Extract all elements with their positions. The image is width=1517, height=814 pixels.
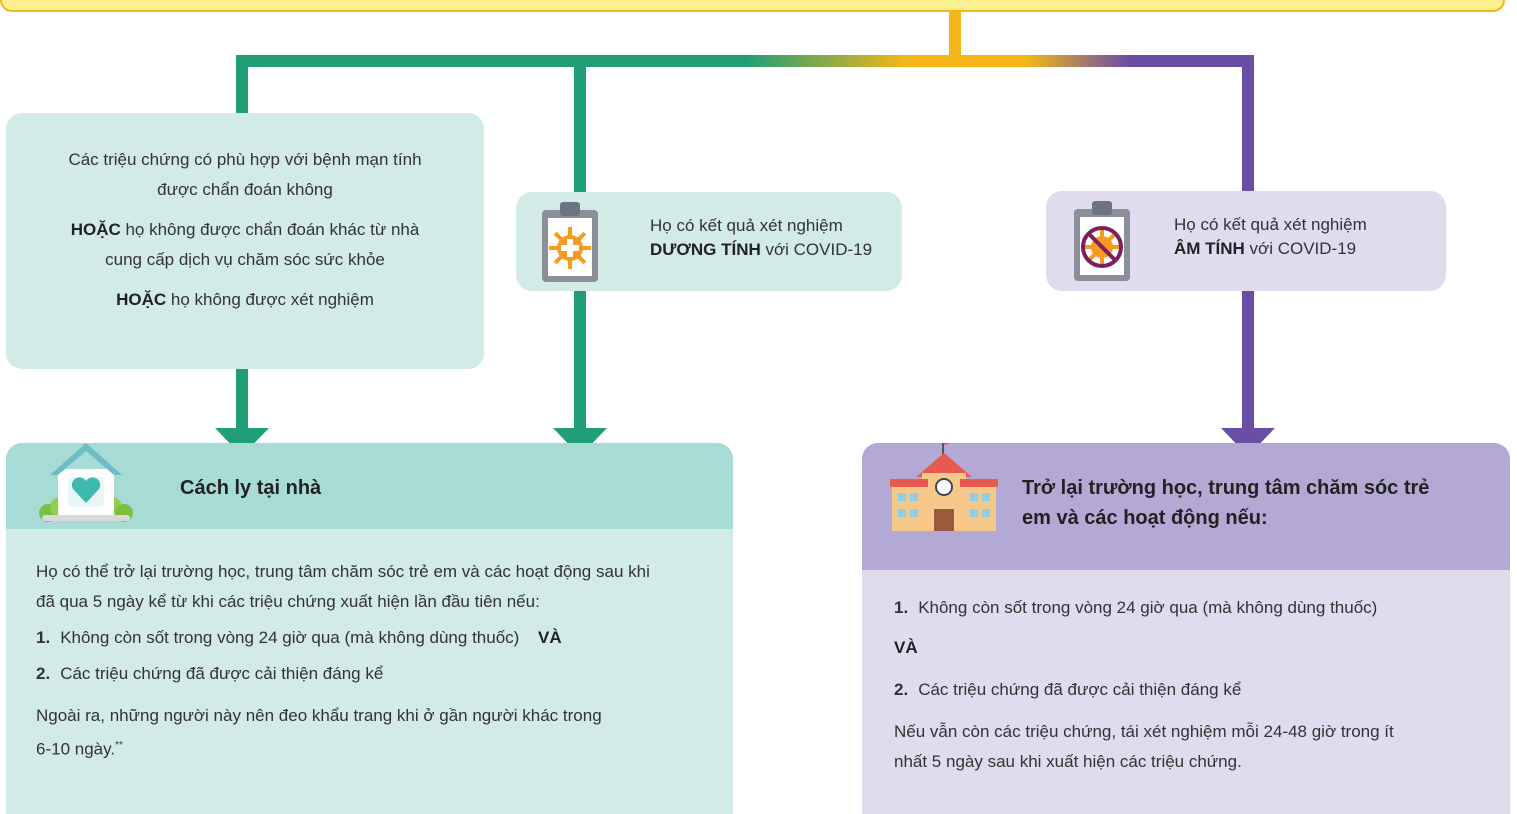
- home-isolation-card: Cách ly tại nhà Họ có thể trở lại trường…: [6, 443, 733, 814]
- school-item-2: 2. Các triệu chứng đã được cải thiện đáng…: [894, 678, 1490, 702]
- top-banner: [0, 0, 1505, 12]
- positive-label: DƯƠNG TÍNH: [650, 240, 761, 259]
- condition-line-3-text: họ không được chẩn đoán khác từ nhà: [120, 220, 420, 239]
- school-item-2-text: Các triệu chứng đã được cải thiện đáng k…: [918, 680, 1242, 699]
- school-para-line-2: nhất 5 ngày sau khi xuất hiện các triệu …: [894, 752, 1242, 771]
- negative-result-line-2: ÂM TÍNH với COVID-19: [1174, 237, 1367, 261]
- negative-label: ÂM TÍNH: [1174, 239, 1245, 258]
- footnote-marker: **: [115, 740, 123, 751]
- condition-line-1: Các triệu chứng có phù hợp với bệnh mạn …: [68, 150, 422, 169]
- return-title-line-1: Trở lại trường học, trung tâm chăm sóc t…: [1022, 477, 1430, 499]
- positive-result-rest: với COVID-19: [760, 240, 873, 259]
- house-heart-icon: [39, 443, 133, 522]
- home-para-1-line-1: Họ có thể trở lại trường học, trung tâm …: [36, 562, 650, 581]
- school-item-2-number: 2.: [894, 680, 909, 699]
- home-isolation-title: Cách ly tại nhà: [180, 477, 322, 499]
- return-to-school-title: Trở lại trường học, trung tâm chăm sóc t…: [1022, 473, 1429, 533]
- home-para-2-line-2-text: 6-10 ngày.: [36, 739, 116, 759]
- left-branch-line: [236, 55, 248, 115]
- home-item-1-text: Không còn sốt trong vòng 24 giờ qua (mà …: [60, 628, 520, 647]
- condition-line-3: HOẶC họ không được chẩn đoán khác từ nhà: [6, 218, 484, 242]
- negative-result-rest: với COVID-19: [1244, 239, 1357, 258]
- return-title-line-2: em và các hoạt động nếu:: [1022, 507, 1268, 529]
- arrow-left-down-icon: [215, 428, 269, 456]
- or-label: HOẶC: [116, 290, 167, 309]
- home-para-2-line-2: 6-10 ngày.**: [36, 734, 713, 762]
- condition-line-2: được chẩn đoán không: [157, 180, 333, 199]
- return-to-school-header: Trở lại trường học, trung tâm chăm sóc t…: [862, 443, 1510, 570]
- school-and-text: VÀ: [894, 638, 918, 657]
- branch-connector: [236, 55, 1254, 67]
- condition-line-5-text: họ không được xét nghiệm: [166, 290, 374, 309]
- home-item-1-and: VÀ: [538, 628, 562, 647]
- home-item-2: 2. Các triệu chứng đã được cải thiện đáng…: [36, 662, 713, 686]
- school-item-1-text: Không còn sốt trong vòng 24 giờ qua (mà …: [918, 598, 1378, 617]
- negative-result-box: Họ có kết quả xét nghiệm ÂM TÍNH với COV…: [1046, 191, 1446, 291]
- negative-result-line-1: Họ có kết quả xét nghiệm: [1174, 215, 1367, 234]
- school-and-label: VÀ: [894, 636, 1490, 660]
- school-item-1-number: 1.: [894, 598, 909, 617]
- positive-result-line-2: DƯƠNG TÍNH với COVID-19: [650, 238, 872, 262]
- school-para-line-1: Nếu vẫn còn các triệu chứng, tái xét ngh…: [894, 722, 1394, 741]
- home-item-2-number: 2.: [36, 664, 51, 683]
- return-to-school-card: Trở lại trường học, trung tâm chăm sóc t…: [862, 443, 1510, 814]
- school-item-1: 1. Không còn sốt trong vòng 24 giờ qua (m…: [894, 596, 1490, 620]
- home-item-1-number: 1.: [36, 628, 51, 647]
- left-down-line: [236, 368, 248, 430]
- clipboard-virus-icon: [542, 202, 598, 282]
- or-label: HOẶC: [70, 220, 121, 239]
- condition-line-4: cung cấp dịch vụ chăm sóc sức khỏe: [105, 250, 385, 269]
- arrow-right-down-icon: [1221, 428, 1275, 456]
- home-item-1: 1. Không còn sốt trong vòng 24 giờ qua (m…: [36, 626, 713, 650]
- positive-result-line-1: Họ có kết quả xét nghiệm: [650, 216, 843, 235]
- home-para-1-line-2: đã qua 5 ngày kể từ khi các triệu chứng …: [36, 592, 540, 611]
- arrow-middle-down-icon: [553, 428, 607, 456]
- condition-box-untested: Các triệu chứng có phù hợp với bệnh mạn …: [6, 113, 484, 369]
- condition-line-5: HOẶC họ không được xét nghiệm: [6, 288, 484, 312]
- school-building-icon: [890, 443, 998, 531]
- home-isolation-header: Cách ly tại nhà: [6, 443, 733, 529]
- clipboard-no-virus-icon: [1074, 201, 1130, 281]
- stem-connector: [949, 10, 961, 66]
- home-item-2-text: Các triệu chứng đã được cải thiện đáng k…: [60, 664, 384, 683]
- positive-result-box: Họ có kết quả xét nghiệm DƯƠNG TÍNH với …: [516, 192, 902, 291]
- home-para-2-line-1: Ngoài ra, những người này nên đeo khẩu t…: [36, 706, 602, 725]
